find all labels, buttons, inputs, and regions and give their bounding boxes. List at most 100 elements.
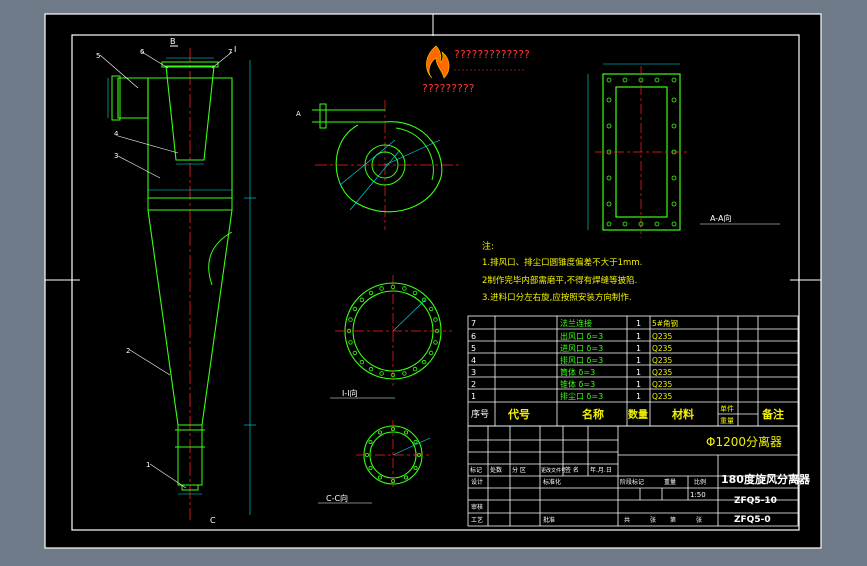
tb-stage-mark: 阶段标记 xyxy=(620,478,644,486)
note-line-3: 3.进料口分左右旋,应按照安装方向制作. xyxy=(482,292,632,303)
tb-sign: 签 名 xyxy=(565,466,579,474)
spiral-dim-1 xyxy=(339,139,396,186)
bolt-hole xyxy=(413,439,418,444)
bom-cell-qty: 1 xyxy=(636,319,641,328)
logo-watermark: ????????????? ????????? xyxy=(422,45,530,95)
c-c-dim xyxy=(392,437,431,456)
spiral-outlet-circle xyxy=(364,144,406,186)
a-a-view: A-A向 xyxy=(587,63,780,238)
bolt-hole xyxy=(402,371,407,376)
c-c-bolt-holes xyxy=(364,426,421,483)
bom-cell-material: Q235 xyxy=(652,380,672,389)
bolt-hole xyxy=(379,286,384,291)
spiral-volute xyxy=(335,121,443,213)
bom-cell-qty: 1 xyxy=(636,392,641,401)
notes-heading: 注: xyxy=(482,240,494,252)
spiral-dim-2 xyxy=(349,149,401,211)
tb-scale: 1:50 xyxy=(690,491,706,499)
bom-h-qty: 数量 xyxy=(628,408,648,421)
bolt-hole xyxy=(434,328,440,334)
bom-cell-qty: 1 xyxy=(636,356,641,365)
leader-6 xyxy=(141,51,169,69)
bom-cell-material: Q235 xyxy=(652,344,672,353)
bom-cell-qty: 1 xyxy=(636,368,641,377)
section-mark-c: C xyxy=(210,516,216,525)
tb-review: 审核 xyxy=(471,503,483,511)
bom-cell-no: 5 xyxy=(471,344,476,353)
bolt-hole xyxy=(403,430,408,435)
bolt-hole xyxy=(390,478,395,483)
bolt-hole xyxy=(348,317,353,322)
tb-ratio: 比例 xyxy=(694,478,706,486)
bolt-hole xyxy=(403,475,408,480)
inlet-side-arc xyxy=(208,231,233,286)
bom-h-code: 代号 xyxy=(507,407,530,421)
bom-cell-name: 排尘口 δ=3 xyxy=(560,391,603,401)
bom-cell-material: Q235 xyxy=(652,356,672,365)
flame-logo-icon xyxy=(426,45,450,79)
tb-drawing-title: 180度旋风分离器 xyxy=(721,472,811,486)
bom-cell-name: 出风口 δ=3 xyxy=(560,331,603,341)
bolt-hole xyxy=(433,317,438,322)
bom-cell-name: 法兰连接 xyxy=(560,318,592,328)
tb-approve: 批准 xyxy=(543,516,555,524)
title-block-grid xyxy=(467,425,799,527)
leader-7 xyxy=(211,51,233,69)
tb-page-unit: 张 xyxy=(696,516,702,524)
c-c-view-label: C-C向 xyxy=(326,493,348,503)
bom-h-weight: 重量 xyxy=(720,417,734,425)
bolt-hole xyxy=(359,297,365,303)
spiral-inlet-duct xyxy=(312,109,385,123)
top-spiral-view: A xyxy=(296,100,460,230)
bolt-hole xyxy=(368,465,373,470)
note-line-2: 2制作完毕内部需磨平,不得有焊缝等披陷. xyxy=(482,275,637,286)
tb-change-doc: 更改文件号 xyxy=(541,467,566,474)
bom-cell-no: 1 xyxy=(471,392,476,401)
bolt-hole xyxy=(428,306,434,312)
drawing-frame xyxy=(71,34,800,531)
bolt-hole xyxy=(379,371,384,376)
bolt-hole xyxy=(412,366,418,372)
logo-subtitle: ????????? xyxy=(422,82,475,95)
tb-weight: 重量 xyxy=(664,478,676,486)
bom-cell-material: 5#角钢 xyxy=(652,318,678,328)
bolt-hole xyxy=(421,359,427,365)
section-mark-b: B xyxy=(170,37,176,46)
notes-block: 注: 1.排风口、排尘口圆锥度偏差不大于1mm. 2制作完毕内部需磨平,不得有焊… xyxy=(482,240,642,303)
leader-5 xyxy=(99,54,139,89)
bom-cell-name: 筒体 δ=3 xyxy=(560,367,595,377)
main-elevation-view: B I C 5 6 7 4 3 2 1 xyxy=(96,37,256,525)
tb-page: 第 xyxy=(670,516,676,524)
bom-h-unit: 单件 xyxy=(720,404,734,413)
bom-cell-material: Q235 xyxy=(652,332,672,341)
callout-6: 6 xyxy=(140,48,145,56)
tb-total: 共 xyxy=(624,516,630,524)
bolt-hole xyxy=(402,286,407,291)
spiral-volute-inner xyxy=(395,127,434,181)
logo-title: ????????????? xyxy=(454,48,530,61)
bom-h-material: 材料 xyxy=(672,407,694,421)
drawing-sheet xyxy=(44,13,822,549)
bolt-hole xyxy=(352,306,358,312)
bom-header: 序号 代号 名称 数量 材料 单件 重量 备注 xyxy=(471,404,784,425)
spiral-dim-3 xyxy=(384,139,441,166)
tb-company: Φ1200分离器 xyxy=(706,434,782,449)
c-c-view: C-C向 xyxy=(318,420,431,504)
callout-2: 2 xyxy=(126,347,130,355)
bolt-hole xyxy=(390,284,396,290)
bom-h-remarks: 备注 xyxy=(761,407,784,421)
bolt-hole xyxy=(413,465,418,470)
flange-bolt-holes xyxy=(606,77,677,227)
bolt-hole xyxy=(346,328,352,334)
bolt-hole xyxy=(348,340,353,345)
bom-cell-qty: 1 xyxy=(636,332,641,341)
bom-cell-name: 排风口 δ=3 xyxy=(560,355,603,365)
outlet-pipe xyxy=(165,65,215,161)
bolt-hole xyxy=(377,475,382,480)
i-i-bolt-holes xyxy=(346,284,440,378)
callout-7: 7 xyxy=(228,48,232,56)
bom-cell-material: Q235 xyxy=(652,392,672,401)
